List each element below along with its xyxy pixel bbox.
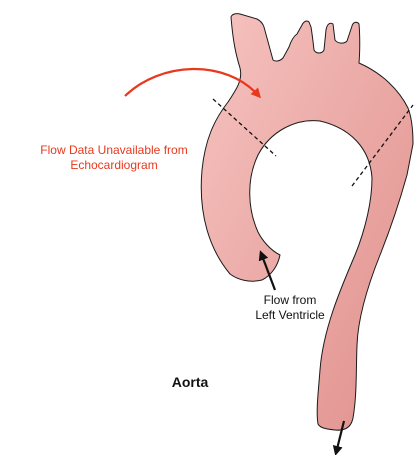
annotation-line-1: Flow Data Unavailable from — [40, 143, 187, 157]
flow-label: Flow from Left Ventricle — [238, 293, 342, 322]
annotation-label: Flow Data Unavailable from Echocardiogra… — [10, 143, 218, 172]
flow-label-line-1: Flow from — [264, 293, 317, 307]
flow-label-line-2: Left Ventricle — [255, 308, 324, 322]
vessel-label: Aorta — [150, 374, 230, 391]
annotation-line-2: Echocardiogram — [70, 158, 157, 172]
